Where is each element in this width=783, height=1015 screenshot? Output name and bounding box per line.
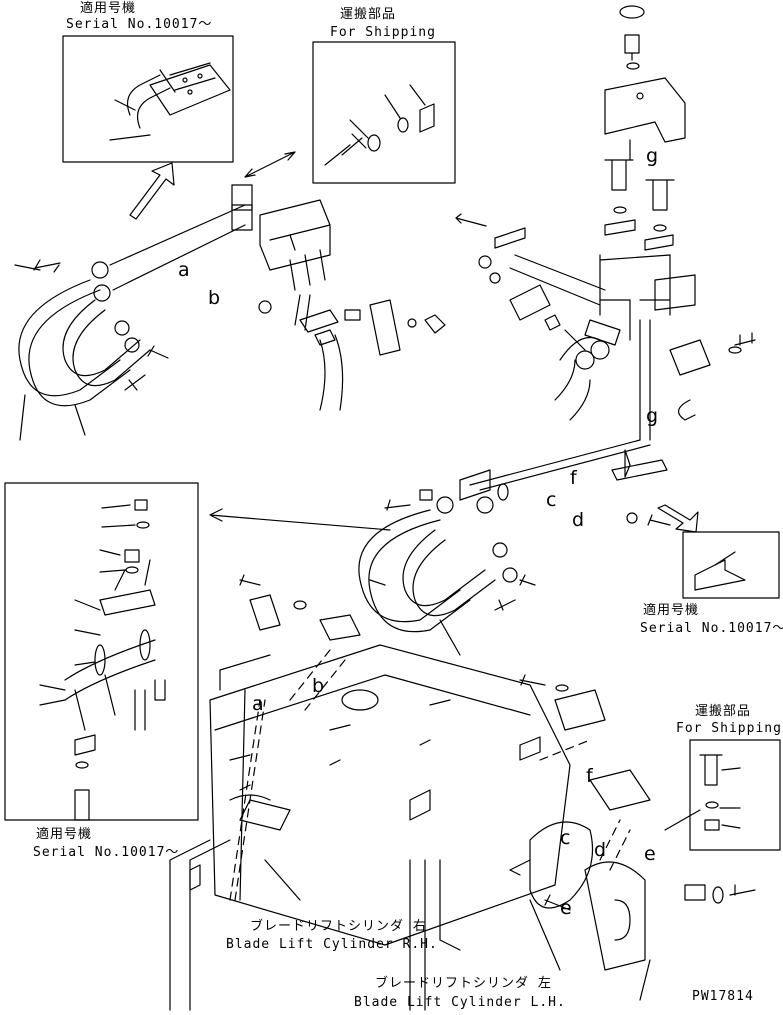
ref-letter-a-top: a <box>178 259 190 281</box>
ref-letter-b-top: b <box>208 287 221 309</box>
center-hose-assembly <box>358 469 536 656</box>
inset-serial-right <box>682 531 780 599</box>
ref-letter-c-bottom: c <box>560 827 571 849</box>
ref-letter-f-mid: f <box>570 467 577 489</box>
serial-note-en-left: Serial No.10017～ <box>33 845 180 860</box>
machine-frame <box>169 574 756 1011</box>
serial-note-ja-top: 適用号機 <box>80 1 137 16</box>
serial-note-en-right: Serial No.10017～ <box>640 621 783 636</box>
ref-letter-d-mid: d <box>572 509 585 531</box>
ref-letter-a-bottom: a <box>252 693 264 715</box>
ref-letter-e-right: e <box>644 843 656 865</box>
inset-shipping-top <box>312 41 456 184</box>
ref-letter-b-bottom: b <box>312 675 325 697</box>
drawing-number: PW17814 <box>692 989 754 1004</box>
blade-right-ja: ブレードリフトシリンダ 右 <box>250 919 427 934</box>
ref-letter-c-mid: c <box>546 489 557 511</box>
serial-note-ja-right: 適用号機 <box>643 603 700 618</box>
inset-serial-left <box>4 482 199 821</box>
cover-bracket-assembly <box>455 5 756 526</box>
serial-note-ja-left: 適用号機 <box>36 827 93 842</box>
ref-letter-f-bottom: f <box>586 765 593 787</box>
blade-right-en: Blade Lift Cylinder R.H. <box>226 937 438 952</box>
shipping-note-ja-right: 運搬部品 <box>695 704 752 719</box>
ref-letter-g-top: g <box>646 145 659 167</box>
shipping-note-en-top: For Shipping <box>330 25 436 40</box>
inset-shipping-right <box>664 739 781 851</box>
ref-letter-e-bottom: e <box>560 897 572 919</box>
shipping-note-en-right: For Shipping <box>676 721 782 736</box>
distribution-block <box>231 184 446 411</box>
ref-letter-d-bottom: d <box>594 839 607 861</box>
inset-serial-top-left <box>62 35 234 163</box>
blade-left-ja: ブレードリフトシリンダ 左 <box>375 976 552 991</box>
serial-note-en-top: Serial No.10017～ <box>66 17 213 32</box>
ref-letter-g-mid: g <box>646 405 659 427</box>
shipping-note-ja-top: 運搬部品 <box>340 7 397 22</box>
left-hose-assembly <box>14 204 246 441</box>
blade-left-en: Blade Lift Cylinder L.H. <box>354 995 566 1010</box>
